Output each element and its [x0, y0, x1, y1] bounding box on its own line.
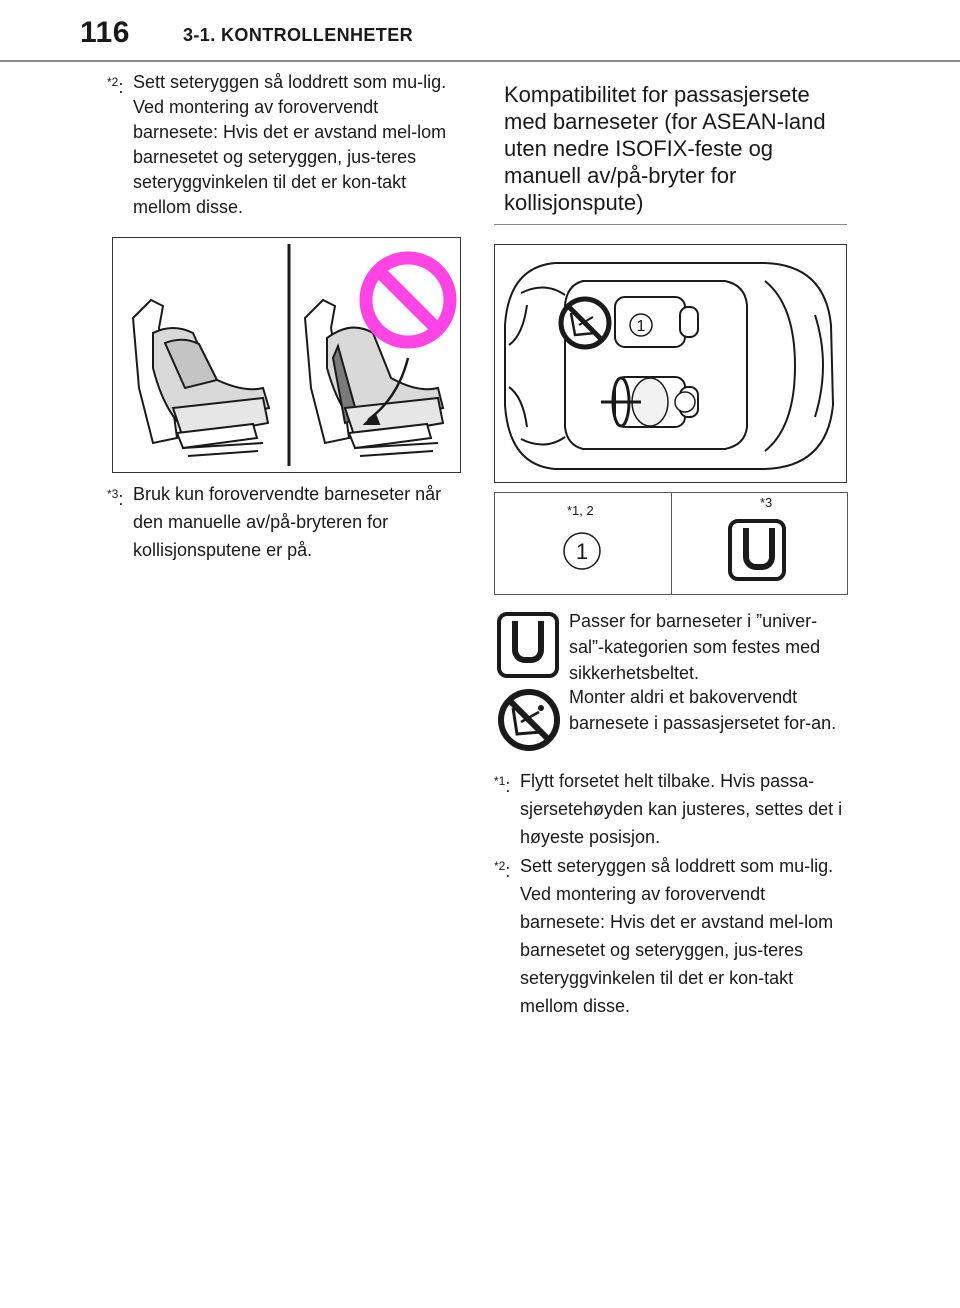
note-marker: *2: [494, 859, 511, 881]
steering-wheel-icon [601, 376, 641, 428]
page-number: 116 [80, 16, 130, 49]
heading-divider [494, 224, 847, 225]
car-diagram: 1 [494, 244, 847, 483]
left-note-2: *2: Sett seteryggen så loddrett som mu-l… [107, 70, 452, 220]
note-marker: *2: [107, 75, 124, 97]
car-top-view-icon [504, 262, 835, 470]
table-cell-airbag-on: *3 [672, 493, 847, 594]
note-marker: *1: [494, 774, 511, 796]
right-note-2: *2: Sett seteryggen så loddrett som mu-l… [494, 852, 844, 1020]
legend-text: Passer for barneseter i ”univer-sal”-kat… [569, 611, 821, 683]
legend-no-rear-facing: Monter aldri et bakovervendt barnesete i… [497, 684, 847, 764]
note-text: Bruk kun forovervendte barneseter når de… [133, 484, 442, 560]
seat-position-label: 1 [629, 313, 653, 337]
compatibility-heading: Kompatibilitet for passasjersete med bar… [494, 77, 847, 225]
right-note-1: *1: Flytt forsetet helt tilbake. Hvis pa… [494, 767, 844, 851]
note-text: Flytt forsetet helt tilbake. Hvis passa-… [520, 771, 843, 847]
note-marker: *3: [107, 487, 124, 509]
section-title: 3-1. KONTROLLENHETER [183, 25, 414, 45]
prohibition-icon [359, 251, 457, 349]
note-text: Sett seteryggen så loddrett som mu-lig. … [520, 856, 834, 1016]
compatibility-table: *1, 2 1 *3 [494, 492, 848, 595]
universal-u-icon [497, 612, 559, 678]
table-column-header: *3 [760, 495, 773, 510]
child-seat-reclined-icon [303, 298, 445, 457]
table-column-header: *1, 2 [567, 503, 594, 518]
legend-text: Monter aldri et bakovervendt barnesete i… [569, 687, 837, 733]
universal-u-icon [728, 519, 786, 581]
legend-universal: Passer for barneseter i ”univer-sal”-kat… [497, 608, 847, 690]
left-note-3: *3: Bruk kun forovervendte barneseter nå… [107, 480, 452, 564]
seat-position-1-icon: 1 [563, 532, 601, 570]
svg-text:1: 1 [576, 539, 588, 564]
svg-text:1: 1 [637, 318, 646, 335]
child-seat-figure [112, 237, 461, 473]
table-cell-position-1: *1, 2 1 [495, 493, 672, 594]
no-rear-facing-seat-icon [558, 296, 612, 350]
header-divider [0, 60, 960, 62]
no-rear-facing-seat-icon [497, 688, 561, 757]
note-text: Sett seteryggen så loddrett som mu-lig. … [133, 72, 447, 217]
page-header: 116 3-1. KONTROLLENHETER [0, 0, 960, 62]
child-seat-upright-icon [131, 298, 271, 457]
heading-text: Kompatibilitet for passasjersete med bar… [504, 82, 826, 215]
